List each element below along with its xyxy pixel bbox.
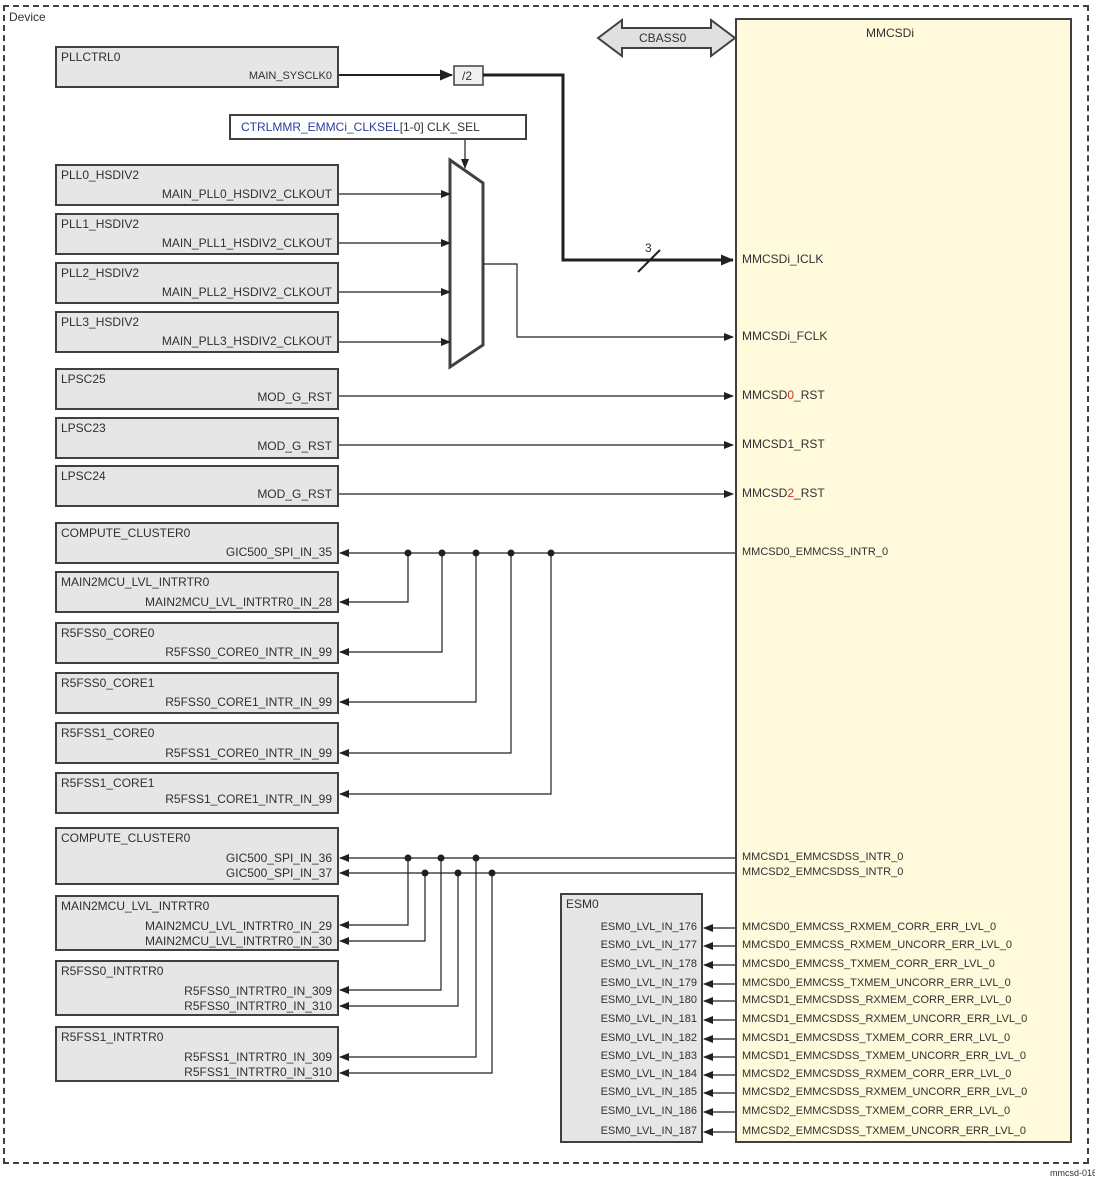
esm-port-label: ESM0_LVL_IN_182 [600,1032,697,1044]
esm-port-label: ESM0_LVL_IN_185 [600,1086,697,1098]
cbass-label: CBASS0 [639,31,687,45]
fclk-wire [483,263,734,341]
bus-slash [637,249,661,273]
esm-signal-label: MMCSD2_EMMCSDSS_RXMEM_CORR_ERR_LVL_0 [742,1068,1012,1080]
esm-port-label: ESM0_LVL_IN_184 [600,1068,697,1080]
pllctrl0-block: PLLCTRL0 MAIN_SYSCLK0 [55,46,339,88]
figure-code: mmcsd-016 [1050,1168,1095,1178]
esm-port-label: ESM0_LVL_IN_181 [600,1013,697,1025]
esm-port-label: ESM0_LVL_IN_187 [600,1125,697,1137]
esm-signal-label: MMCSD1_EMMCSDSS_TXMEM_UNCORR_ERR_LVL_0 [742,1050,1027,1062]
esm-signal-label: MMCSD1_EMMCSDSS_RXMEM_UNCORR_ERR_LVL_0 [742,1013,1028,1025]
g1-r5fss1-core0: R5FSS1_CORE0 R5FSS1_CORE0_INTR_IN_99 [55,722,339,764]
esm-signal-label: MMCSD0_EMMCSS_RXMEM_UNCORR_ERR_LVL_0 [742,939,1012,951]
rst2-input-label: MMCSD2_RST [742,486,825,500]
fclk-input-label: MMCSDi_FCLK [742,329,828,343]
rst1-input-label: MMCSD1_RST [742,437,825,451]
lpsc25-block: LPSC25 MOD_G_RST [55,368,339,410]
lpsc23-block: LPSC23 MOD_G_RST [55,417,339,459]
esm0-block: ESM0 [560,893,703,1143]
g2-r5fss1-intrtr0: R5FSS1_INTRTR0 R5FSS1_INTRTR0_IN_309 R5F… [55,1026,339,1082]
esm-port-label: ESM0_LVL_IN_176 [600,921,697,933]
intr1-signal-label: MMCSD1_EMMCSDSS_INTR_0 [742,851,904,863]
esm-port-label: ESM0_LVL_IN_178 [600,958,697,970]
lpsc24-block: LPSC24 MOD_G_RST [55,465,339,507]
esm-signal-label: MMCSD2_EMMCSDSS_RXMEM_UNCORR_ERR_LVL_0 [742,1086,1028,1098]
clock-mux [448,157,485,370]
divider-label: /2 [462,69,473,83]
g1-r5fss1-core1: R5FSS1_CORE1 R5FSS1_CORE1_INTR_IN_99 [55,772,339,814]
g2-main2mcu: MAIN2MCU_LVL_INTRTR0 MAIN2MCU_LVL_INTRTR… [55,895,339,951]
esm-signal-label: MMCSD0_EMMCSS_RXMEM_CORR_ERR_LVL_0 [742,921,997,933]
hsdiv1-block: PLL1_HSDIV2 MAIN_PLL1_HSDIV2_CLKOUT [55,213,339,255]
mmcsd-title: MMCSDi [866,26,914,40]
hsdiv2-block: PLL2_HSDIV2 MAIN_PLL2_HSDIV2_CLKOUT [55,262,339,304]
esm-signal-label: MMCSD0_EMMCSS_TXMEM_UNCORR_ERR_LVL_0 [742,977,1011,989]
hsdiv0-block: PLL0_HSDIV2 MAIN_PLL0_HSDIV2_CLKOUT [55,164,339,206]
mmcsd-block [735,18,1072,1143]
esm-port-label: ESM0_LVL_IN_177 [600,939,697,951]
esm-signal-label: MMCSD2_EMMCSDSS_TXMEM_UNCORR_ERR_LVL_0 [742,1125,1027,1137]
esm-signal-label: MMCSD1_EMMCSDSS_RXMEM_CORR_ERR_LVL_0 [742,994,1012,1006]
rst0-input-label: MMCSD0_RST [742,388,825,402]
clksel-bits: [1-0] CLK_SEL [399,120,480,134]
bus-width-label: 3 [645,241,652,255]
intr0-branch-r5f0c1 [339,553,477,706]
esm-signal-label: MMCSD2_EMMCSDSS_TXMEM_CORR_ERR_LVL_0 [742,1105,1011,1117]
intr0-branch-r5f1c1 [339,553,552,798]
esm-port-label: ESM0_LVL_IN_179 [600,977,697,989]
g1-compute-cluster0: COMPUTE_CLUSTER0 GIC500_SPI_IN_35 [55,522,339,564]
esm-signal-label: MMCSD0_EMMCSS_TXMEM_CORR_ERR_LVL_0 [742,958,995,970]
iclk-input-label: MMCSDi_ICLK [742,252,824,266]
clksel-reg-name: CTRLMMR_EMMCi_CLKSEL [241,120,400,134]
esm-port-label: ESM0_LVL_IN_183 [600,1050,697,1062]
intr0-branch-r5f0c0 [339,553,443,656]
g2-r5fss0-intrtr0: R5FSS0_INTRTR0 R5FSS0_INTRTR0_IN_309 R5F… [55,960,339,1016]
esm-port-label: ESM0_LVL_IN_180 [600,994,697,1006]
esm-wires [703,924,735,1136]
clksel-register: CTRLMMR_EMMCi_CLKSEL[1-0] CLK_SEL [229,114,527,140]
device-boundary [3,5,1089,1164]
g1-r5fss0-core0: R5FSS0_CORE0 R5FSS0_CORE0_INTR_IN_99 [55,622,339,664]
iclk-bus [483,73,734,266]
intr0-signal-label: MMCSD0_EMMCSS_INTR_0 [742,546,889,558]
intr0-branch-r5f1c0 [339,553,512,757]
block-name: PLLCTRL0 [61,50,121,64]
g2-compute-cluster0: COMPUTE_CLUSTER0 GIC500_SPI_IN_36 GIC500… [55,827,339,885]
intr0-branch-28 [339,553,409,606]
cbass-arrow-shape [596,18,737,58]
esm-port-label: ESM0_LVL_IN_186 [600,1105,697,1117]
device-label: Device [9,10,46,24]
block-port: MAIN_SYSCLK0 [248,70,332,82]
esm-signal-label: MMCSD1_EMMCSDSS_TXMEM_CORR_ERR_LVL_0 [742,1032,1011,1044]
intr2-signal-label: MMCSD2_EMMCSDSS_INTR_0 [742,866,904,878]
hsdiv3-block: PLL3_HSDIV2 MAIN_PLL3_HSDIV2_CLKOUT [55,311,339,353]
g1-r5fss0-core1: R5FSS0_CORE1 R5FSS0_CORE1_INTR_IN_99 [55,672,339,714]
g1-main2mcu: MAIN2MCU_LVL_INTRTR0 MAIN2MCU_LVL_INTRTR… [55,571,339,613]
